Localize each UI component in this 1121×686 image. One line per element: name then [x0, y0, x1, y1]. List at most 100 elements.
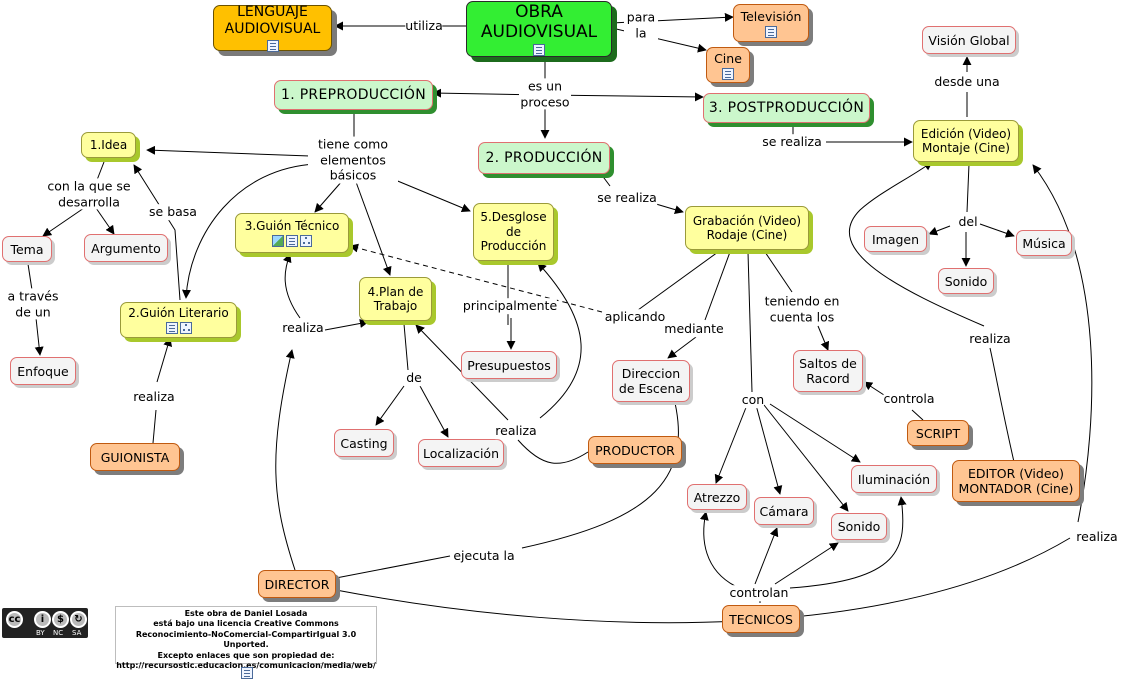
node-plan-de-trabajo[interactable]: 4.Plan de Trabajo: [359, 277, 432, 321]
node-label: Saltos de Racord: [799, 356, 857, 386]
doc-icon[interactable]: [165, 322, 178, 335]
link-label-teniendo-en-cuenta: teniendo en cuenta los: [761, 293, 843, 325]
node-productor[interactable]: PRODUCTOR: [588, 436, 682, 464]
license-line: Este obra de Daniel Losada: [184, 609, 308, 618]
node-argumento[interactable]: Argumento: [84, 234, 168, 262]
node-casting[interactable]: Casting: [334, 429, 394, 457]
link-label-de: de: [406, 370, 422, 386]
node-label: Sonido: [837, 519, 881, 534]
creative-commons-badge[interactable]: cc i $ ↻ BY NC SA: [2, 608, 88, 638]
node-idea[interactable]: 1.Idea: [81, 132, 136, 158]
node-label: 2. PRODUCCIÓN: [485, 149, 603, 166]
by-icon: i: [34, 611, 51, 628]
node-edicion-montaje[interactable]: Edición (Video) Montaje (Cine): [913, 120, 1019, 162]
node-vision-global[interactable]: Visión Global: [922, 26, 1016, 54]
doc-icon[interactable]: [533, 44, 545, 57]
doc-icon[interactable]: [765, 25, 777, 38]
doc-icon[interactable]: [241, 667, 253, 679]
node-label: SCRIPT: [915, 425, 961, 441]
node-label: Cine: [714, 50, 742, 66]
license-line: está bajo una licencia Creative Commons: [153, 619, 339, 629]
node-camara[interactable]: Cámara: [754, 497, 814, 525]
node-label: TECNICOS: [729, 611, 793, 627]
doc-icon[interactable]: [286, 235, 298, 248]
node-cine[interactable]: Cine: [706, 47, 750, 83]
license-line: Reconocimiento-NoComercial-CompartirIgua…: [135, 629, 357, 650]
link-label-desde-una: desde una: [934, 74, 1000, 90]
image-icon[interactable]: [272, 235, 284, 248]
node-desglose-produccion[interactable]: 5.Desglose de Producción: [473, 203, 554, 261]
node-sonido-produccion[interactable]: Sonido: [831, 513, 887, 540]
node-enfoque[interactable]: Enfoque: [10, 357, 76, 385]
node-label: Iluminación: [857, 471, 931, 487]
link-label-para-la: para la: [624, 9, 658, 41]
node-produccion[interactable]: 2. PRODUCCIÓN: [478, 142, 610, 174]
node-lenguaje-audiovisual[interactable]: LENGUAJE AUDIOVISUAL: [213, 4, 332, 52]
license-notice: Este obra de Daniel Losada está bajo una…: [115, 606, 377, 670]
node-label: Imagen: [871, 231, 920, 247]
node-guion-literario[interactable]: 2.Guión Literario: [120, 302, 237, 338]
node-guionista[interactable]: GUIONISTA: [90, 443, 180, 471]
node-television[interactable]: Televisión: [733, 4, 809, 42]
link-label-con: con: [741, 392, 765, 408]
node-postproduccion[interactable]: 3. POSTPRODUCCIÓN: [703, 93, 870, 123]
link-label-controla: controla: [883, 391, 935, 407]
node-musica[interactable]: Música: [1016, 230, 1072, 256]
node-label: Grabación (Video) Rodaje (Cine): [692, 213, 802, 242]
node-label: Cámara: [759, 503, 809, 519]
node-sonido-postproduccion[interactable]: Sonido: [938, 268, 994, 294]
node-label: Enfoque: [17, 363, 69, 379]
node-director[interactable]: DIRECTOR: [258, 570, 336, 598]
doc-icon[interactable]: [266, 39, 279, 52]
link-label-a-traves: a través de un: [4, 288, 62, 320]
node-obra-audiovisual[interactable]: OBRA AUDIOVISUAL: [466, 1, 612, 57]
link-label-ejecuta-la: ejecuta la: [453, 548, 515, 564]
concept-map-icon[interactable]: [179, 322, 192, 335]
node-label: Argumento: [91, 240, 161, 256]
link-label-utiliza: utiliza: [405, 18, 443, 34]
node-label: GUIONISTA: [100, 449, 170, 465]
node-iluminacion[interactable]: Iluminación: [851, 465, 937, 493]
node-grabacion-rodaje[interactable]: Grabación (Video) Rodaje (Cine): [685, 206, 809, 250]
node-guion-tecnico[interactable]: 3.Guión Técnico: [235, 213, 349, 253]
node-label: Localización: [422, 445, 499, 461]
license-line[interactable]: http://recursostic.educacion.es/comunica…: [116, 660, 376, 670]
node-label: PRODUCTOR: [595, 442, 675, 458]
link-label-realiza-editor: realiza: [969, 331, 1011, 347]
link-label-se-basa: se basa: [149, 204, 197, 220]
node-label: OBRA AUDIOVISUAL: [480, 1, 598, 42]
doc-icon[interactable]: [722, 67, 734, 80]
node-label: Televisión: [740, 8, 802, 24]
node-script[interactable]: SCRIPT: [907, 420, 969, 446]
node-label: Música: [1022, 235, 1066, 251]
node-label: Presupuestos: [467, 357, 551, 373]
node-direccion-escena[interactable]: Direccion de Escena: [612, 360, 690, 402]
node-editor-montador[interactable]: EDITOR (Video) MONTADOR (Cine): [952, 460, 1080, 502]
link-label-mediante: mediante: [664, 321, 724, 337]
link-label-es-un-proceso: es un proceso: [519, 78, 571, 110]
node-presupuestos[interactable]: Presupuestos: [461, 351, 557, 379]
node-atrezzo[interactable]: Atrezzo: [687, 484, 747, 510]
node-label: Tema: [10, 241, 44, 257]
node-label: Casting: [340, 435, 388, 451]
node-localizacion[interactable]: Localización: [418, 439, 504, 467]
node-tema[interactable]: Tema: [2, 236, 52, 262]
cc-icon: cc: [6, 611, 23, 628]
concept-map-icon[interactable]: [300, 235, 312, 248]
node-imagen[interactable]: Imagen: [864, 226, 927, 252]
link-label-se-realiza-produccion: se realiza: [597, 190, 657, 206]
node-label: Edición (Video) Montaje (Cine): [920, 126, 1012, 155]
node-label: Sonido: [944, 273, 988, 289]
link-label-del: del: [958, 214, 978, 230]
cc-nc-label: NC: [53, 629, 64, 637]
node-label: 4.Plan de Trabajo: [367, 284, 424, 313]
node-label: 5.Desglose de Producción: [480, 210, 547, 254]
node-preproduccion[interactable]: 1. PREPRODUCCIÓN: [274, 80, 433, 110]
node-saltos-racord[interactable]: Saltos de Racord: [793, 350, 863, 392]
cc-sa-label: SA: [72, 629, 82, 637]
node-label: 1.Idea: [89, 137, 128, 152]
node-label: Direccion de Escena: [618, 366, 684, 396]
node-label: EDITOR (Video) MONTADOR (Cine): [958, 466, 1074, 496]
node-label: DIRECTOR: [264, 576, 330, 592]
node-tecnicos[interactable]: TECNICOS: [722, 605, 800, 633]
